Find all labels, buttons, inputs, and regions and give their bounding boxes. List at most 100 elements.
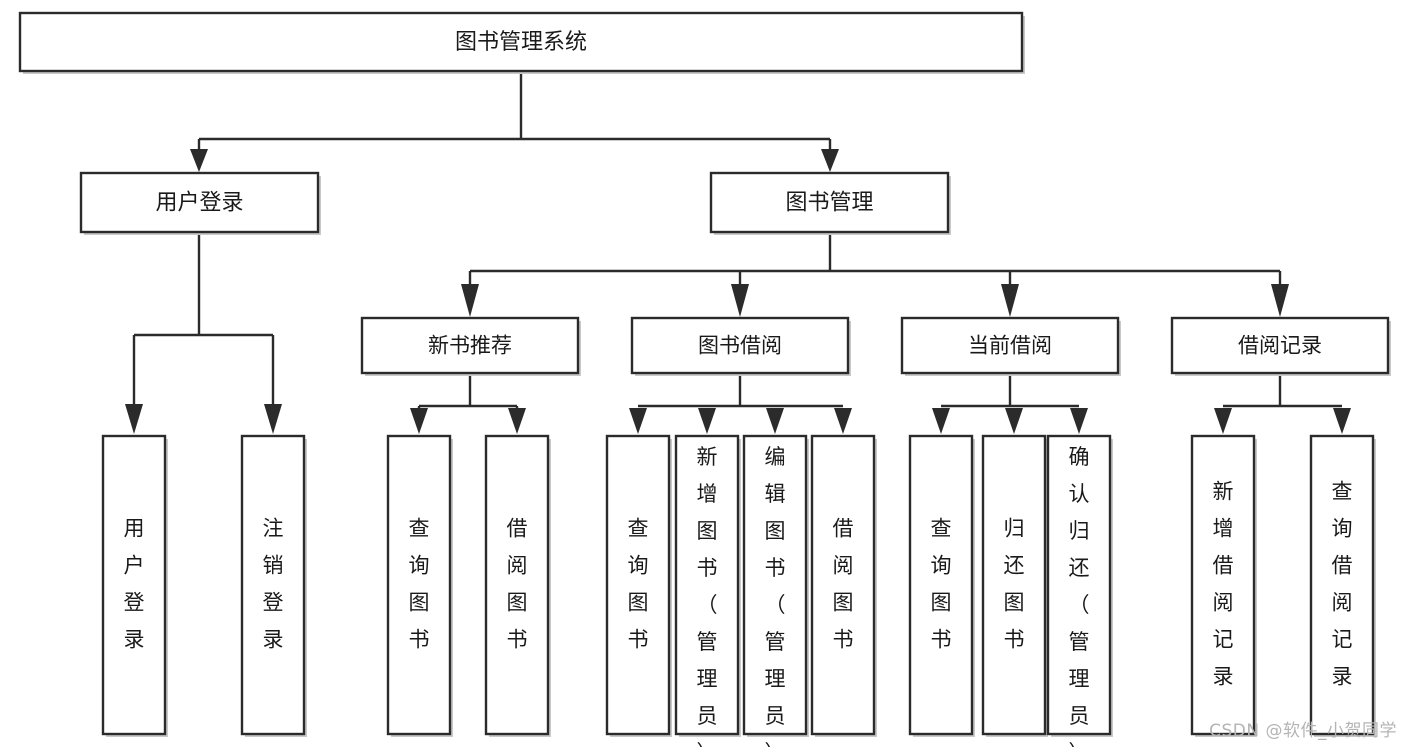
node-leaf-return-book-char: 书 [1004,628,1025,652]
node-leaf-add-book-admin-char: 员 [697,704,718,728]
node-leaf-query-book-current-char: 书 [931,628,952,652]
node-root[interactable]: 图书管理系统 [18,11,1025,74]
node-leaf-edit-book-admin-char: 员 [765,704,786,728]
node-leaf-borrow-book-rect[interactable] [810,434,876,736]
node-leaf-add-book-admin-char: 增 [697,482,718,506]
node-leaf-borrow-book-char: 阅 [833,554,854,578]
node-leaf-add-borrow-record-char: 增 [1213,517,1234,541]
node-leaf-query-borrow-record-char: 查 [1332,480,1353,504]
connector-layer [125,71,1351,434]
node-leaf-add-book-admin-char: 管 [697,630,718,654]
node-borrow-record[interactable]: 借阅记录 [1170,316,1391,376]
arrow-head-user-login [190,149,208,172]
node-book-borrow-rect[interactable] [630,316,850,375]
node-leaf-confirm-return-admin-char: ） [1069,741,1090,747]
node-leaf-return-book-rect[interactable] [981,434,1047,736]
node-leaf-user-login-char: 用 [124,517,145,541]
node-new-book-recommend-label: 新书推荐 [428,334,512,358]
node-leaf-confirm-return-admin-char: 确 [1069,445,1090,469]
node-leaf-add-borrow-record-char: 记 [1213,628,1234,652]
node-leaf-logout-login-char: 注 [263,517,284,541]
arrow-head-leaf-confirm-return-admin [1070,408,1088,434]
node-leaf-add-borrow-record-char: 录 [1213,665,1234,689]
node-new-book-recommend[interactable]: 新书推荐 [360,316,581,376]
node-leaf-add-borrow-record-rect[interactable] [1190,434,1256,736]
node-leaf-add-book-admin-char: 新 [697,445,718,469]
node-leaf-edit-book-admin-char: 图 [765,519,786,543]
node-leaf-user-login-rect[interactable] [101,434,167,736]
node-new-book-recommend-rect[interactable] [360,316,580,375]
arrow-head-leaf-user-login [125,404,143,434]
arrow-head-leaf-add-borrow-record [1214,408,1232,434]
node-current-borrow[interactable]: 当前借阅 [900,316,1121,376]
node-leaf-edit-book-admin-rect[interactable] [742,434,808,736]
node-user-login-rect[interactable] [79,171,320,234]
arrow-head-leaf-add-book-admin [698,408,716,434]
arrow-head-leaf-borrow-book-recommend [508,408,526,434]
node-leaf-query-book-borrow-char: 书 [628,628,649,652]
node-leaf-query-book-current-char: 查 [931,517,952,541]
node-leaf-borrow-book-recommend-char: 阅 [507,554,528,578]
node-leaf-add-book-admin-char: （ [697,593,718,617]
node-current-borrow-rect[interactable] [900,316,1120,375]
arrow-head-leaf-logout-login [264,404,282,434]
node-leaf-add-book-admin-rect[interactable] [674,434,740,736]
node-leaf-logout-login-rect[interactable] [240,434,306,736]
node-leaf-confirm-return-admin-char: 认 [1069,482,1090,506]
arrow-head-leaf-query-book-current [932,408,950,434]
node-current-borrow-label: 当前借阅 [968,334,1052,358]
node-leaf-logout-login-char: 登 [263,591,284,615]
node-leaf-query-borrow-record-char: 录 [1332,665,1353,689]
node-user-login[interactable]: 用户登录 [79,171,321,235]
nodes-layer: 图书管理系统用户登录图书管理新书推荐图书借阅当前借阅借阅记录用户登录注销登录查询… [18,11,1391,747]
node-leaf-add-book-admin-char: 理 [697,667,718,691]
node-leaf-edit-book-admin-char: 理 [765,667,786,691]
node-book-management[interactable]: 图书管理 [709,171,951,235]
node-leaf-borrow-book-char: 借 [833,517,854,541]
node-leaf-query-borrow-record-rect[interactable] [1309,434,1375,736]
node-leaf-borrow-book-recommend-char: 借 [507,517,528,541]
node-leaf-query-book-recommend-char: 图 [409,591,430,615]
arrow-head-leaf-query-book-borrow [629,408,647,434]
arrow-head-book-borrow [731,284,749,317]
node-leaf-confirm-return-admin-char: 员 [1069,704,1090,728]
node-leaf-user-login-char: 录 [124,628,145,652]
node-leaf-confirm-return-admin-rect[interactable] [1046,434,1112,736]
node-leaf-query-book-current-rect[interactable] [908,434,974,736]
node-borrow-record-rect[interactable] [1170,316,1390,375]
node-leaf-borrow-book-char: 图 [833,591,854,615]
node-leaf-query-borrow-record-char: 阅 [1332,591,1353,615]
node-leaf-borrow-book-recommend-rect[interactable] [484,434,550,736]
node-borrow-record-label: 借阅记录 [1238,334,1322,358]
node-user-login-label: 用户登录 [155,191,243,216]
node-leaf-query-book-recommend-rect[interactable] [386,434,452,736]
node-leaf-add-book-admin-char: 图 [697,519,718,543]
node-root-rect[interactable] [18,11,1024,73]
node-leaf-query-book-recommend-char: 书 [409,628,430,652]
node-leaf-confirm-return-admin-char: 归 [1069,519,1090,543]
node-leaf-borrow-book-recommend-char: 书 [507,628,528,652]
node-leaf-query-book-borrow-rect[interactable] [605,434,671,736]
node-leaf-user-login-char: 登 [124,591,145,615]
node-leaf-edit-book-admin-char: ） [765,741,786,747]
node-leaf-query-book-recommend-char: 询 [409,554,430,578]
node-leaf-edit-book-admin-char: 编 [765,445,786,469]
node-book-management-rect[interactable] [709,171,950,234]
node-leaf-user-login[interactable]: 用户登录 [101,434,168,737]
node-book-borrow[interactable]: 图书借阅 [630,316,851,376]
node-leaf-return-book-char: 还 [1004,554,1025,578]
